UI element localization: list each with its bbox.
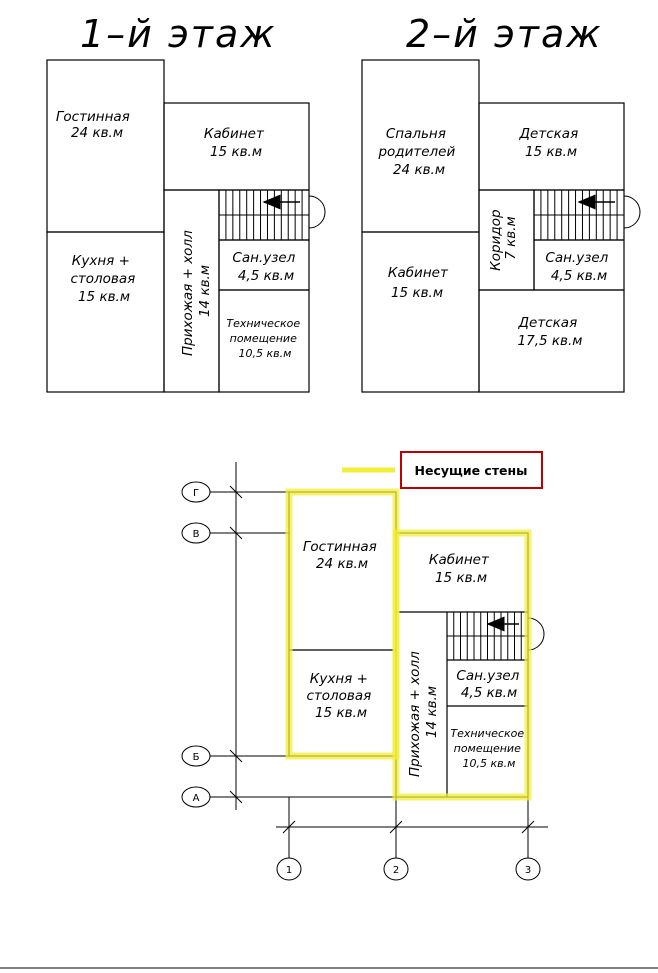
plan-hall-label: Прихожая + холл 14 кв.м [407, 647, 440, 777]
axis-A: А [193, 793, 200, 804]
floor2-corridor-label: Коридор 7 кв.м [488, 205, 519, 271]
plan-living-label: Гостинная 24 кв.м [303, 539, 381, 572]
plan-bath-label: Сан.узел 4,5 кв.м [456, 668, 523, 701]
floor2-kids1-label: Детская 15 кв.м [519, 126, 583, 160]
floor1-stairs [218, 190, 326, 240]
floor2-bath-label: Сан.узел 4,5 кв.м [545, 250, 612, 284]
axis-markers: Г В Б А 1 2 3 [181, 481, 541, 881]
plan-study-label: Кабинет 15 кв.м [429, 552, 493, 586]
legend-box [400, 451, 543, 489]
floor1-bath-label: Сан.узел 4,5 кв.м [232, 250, 299, 284]
floor2-study-label: Кабинет 15 кв.м [388, 265, 452, 301]
floor1-title: 1–й этаж [80, 12, 276, 56]
floor2-bedroom-label: Спальня родителей 24 кв.м [377, 126, 459, 178]
axis-V: В [193, 529, 200, 540]
plan-kitchen-label: Кухня + столовая 15 кв.м [306, 671, 375, 721]
axis-3: 3 [525, 865, 531, 876]
axis-G: Г [193, 488, 199, 499]
plan-tech-label: Техническое помещение 10,5 кв.м [450, 727, 527, 770]
bearing-walls-plan: Несущие стены Г В [181, 451, 548, 881]
floor1-kitchen-label: Кухня + столовая 15 кв.м [70, 253, 139, 305]
axis-B: Б [193, 752, 200, 763]
bearing-walls-highlight [285, 488, 532, 801]
floor2-title: 2–й этаж [406, 12, 602, 56]
axis-2: 2 [393, 865, 399, 876]
floor1-hall-label: Прихожая + холл 14 кв.м [180, 226, 213, 356]
floor2-plan: 2–й этаж Спальня родителей 24 кв.м Детск… [361, 12, 641, 393]
axis-lines [210, 462, 548, 858]
floor1-tech-label: Техническое помещение 10,5 кв.м [226, 317, 303, 360]
legend-label: Несущие стены [415, 463, 528, 478]
floor1-living-label: Гостинная 24 кв.м [56, 109, 134, 141]
plan-stairs [446, 612, 545, 660]
axis-1: 1 [286, 865, 292, 876]
floor1-study-label: Кабинет 15 кв.м [204, 126, 268, 160]
floor2-stairs [533, 190, 641, 240]
floor1-plan: 1–й этаж Гостинная 24 кв.м [46, 12, 326, 393]
floor2-kids2-label: Детская 17,5 кв.м [518, 315, 583, 349]
